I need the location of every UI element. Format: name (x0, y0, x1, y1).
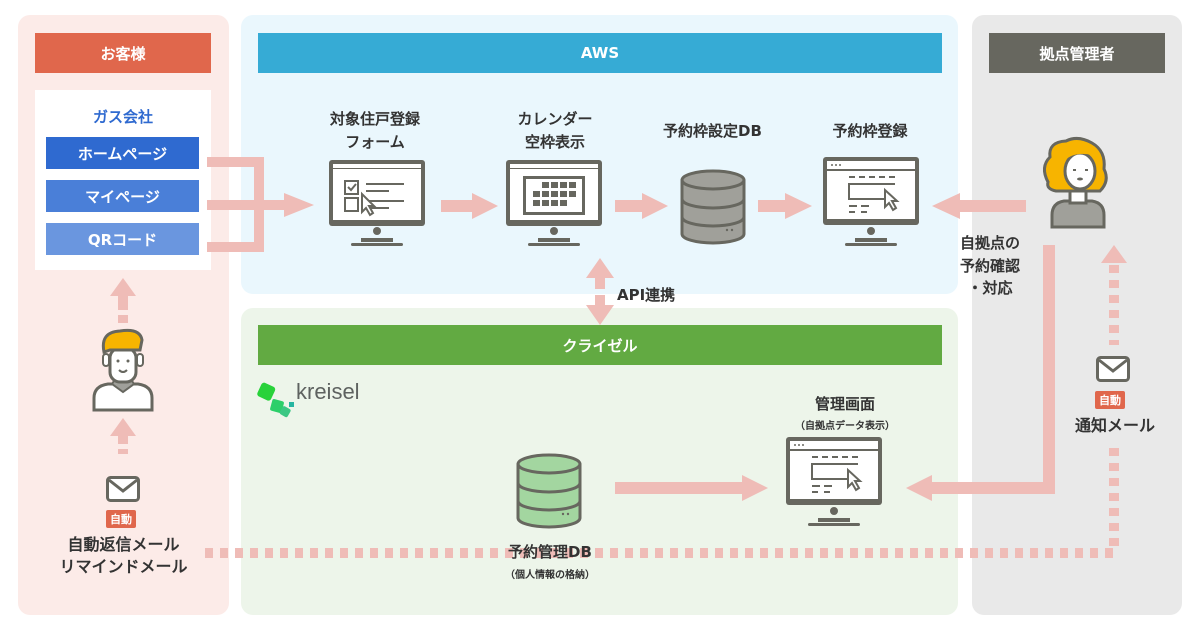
channel-mypage[interactable]: マイページ (46, 180, 199, 212)
notify-auto-badge: 自動 (1095, 391, 1125, 409)
customer-avatar-icon (92, 328, 154, 412)
connector-qrcode (207, 242, 263, 252)
notify-mail-label: 通知メール (1074, 416, 1155, 435)
connector-homepage (207, 157, 263, 167)
channel-qrcode[interactable]: QRコード (46, 223, 199, 255)
reservation-db-subtitle: （個人情報の格納） (505, 570, 595, 581)
arrow-form-to-calendar (472, 193, 498, 219)
step-register-label: 予約枠登録 (832, 122, 908, 140)
gas-company-title: ガス会社 (92, 108, 153, 126)
connector-mypage (207, 200, 287, 210)
aws-header: AWS (258, 33, 942, 73)
arrow-db-to-screen (742, 475, 768, 501)
channel-homepage[interactable]: ホームページ (46, 137, 199, 169)
arrow-customer-up (110, 278, 136, 296)
arrow-mail-up (110, 418, 136, 436)
admin-screen-monitor-icon (786, 437, 882, 526)
kreisel-logo-icon (257, 382, 294, 418)
form-monitor-icon (329, 160, 425, 246)
reservation-db-icon (516, 453, 582, 529)
arrow-notify-up (1101, 245, 1127, 263)
gas-company-box: ガス会社 ホームページ マイページ QRコード (35, 90, 211, 270)
customer-mail-label: 自動返信メールリマインドメール (59, 535, 188, 577)
step-form-label: 対象住戸登録フォーム (329, 110, 420, 151)
customer-mail-icon (106, 476, 140, 502)
admin-header: 拠点管理者 (989, 33, 1165, 73)
notify-mail-icon (1096, 356, 1130, 382)
calendar-monitor-icon (506, 160, 602, 246)
admin-avatar-icon (1043, 136, 1108, 229)
connector-vertical (254, 157, 264, 252)
kreisel-header: クライゼル (258, 325, 942, 365)
arrow-db-to-register (785, 193, 812, 219)
arrow-calendar-to-db (642, 193, 668, 219)
admin-screen-subtitle: （自拠点データ表示） (795, 421, 895, 432)
step-db-label: 予約枠設定DB (663, 122, 762, 140)
arrow-to-form (284, 193, 314, 217)
arrow-admin-to-screen (906, 475, 932, 501)
api-link-label: API連携 (617, 286, 676, 304)
step-calendar-label: カレンダー空枠表示 (517, 110, 593, 151)
kreisel-logo-text: kreisel (296, 379, 360, 404)
api-arrow-down (586, 295, 614, 325)
admin-screen-title: 管理画面 (814, 395, 875, 413)
admin-panel (972, 15, 1182, 615)
arrow-admin-to-register (932, 193, 960, 219)
admin-action-label: 自拠点の 予約確認 ・対応 (959, 234, 1020, 297)
customer-auto-badge: 自動 (106, 510, 136, 528)
customer-header: お客様 (35, 33, 211, 73)
browser-monitor-icon (823, 157, 919, 246)
reservation-db-title: 予約管理DB (508, 543, 592, 561)
api-arrow-up (586, 258, 614, 289)
database-icon (680, 169, 746, 245)
